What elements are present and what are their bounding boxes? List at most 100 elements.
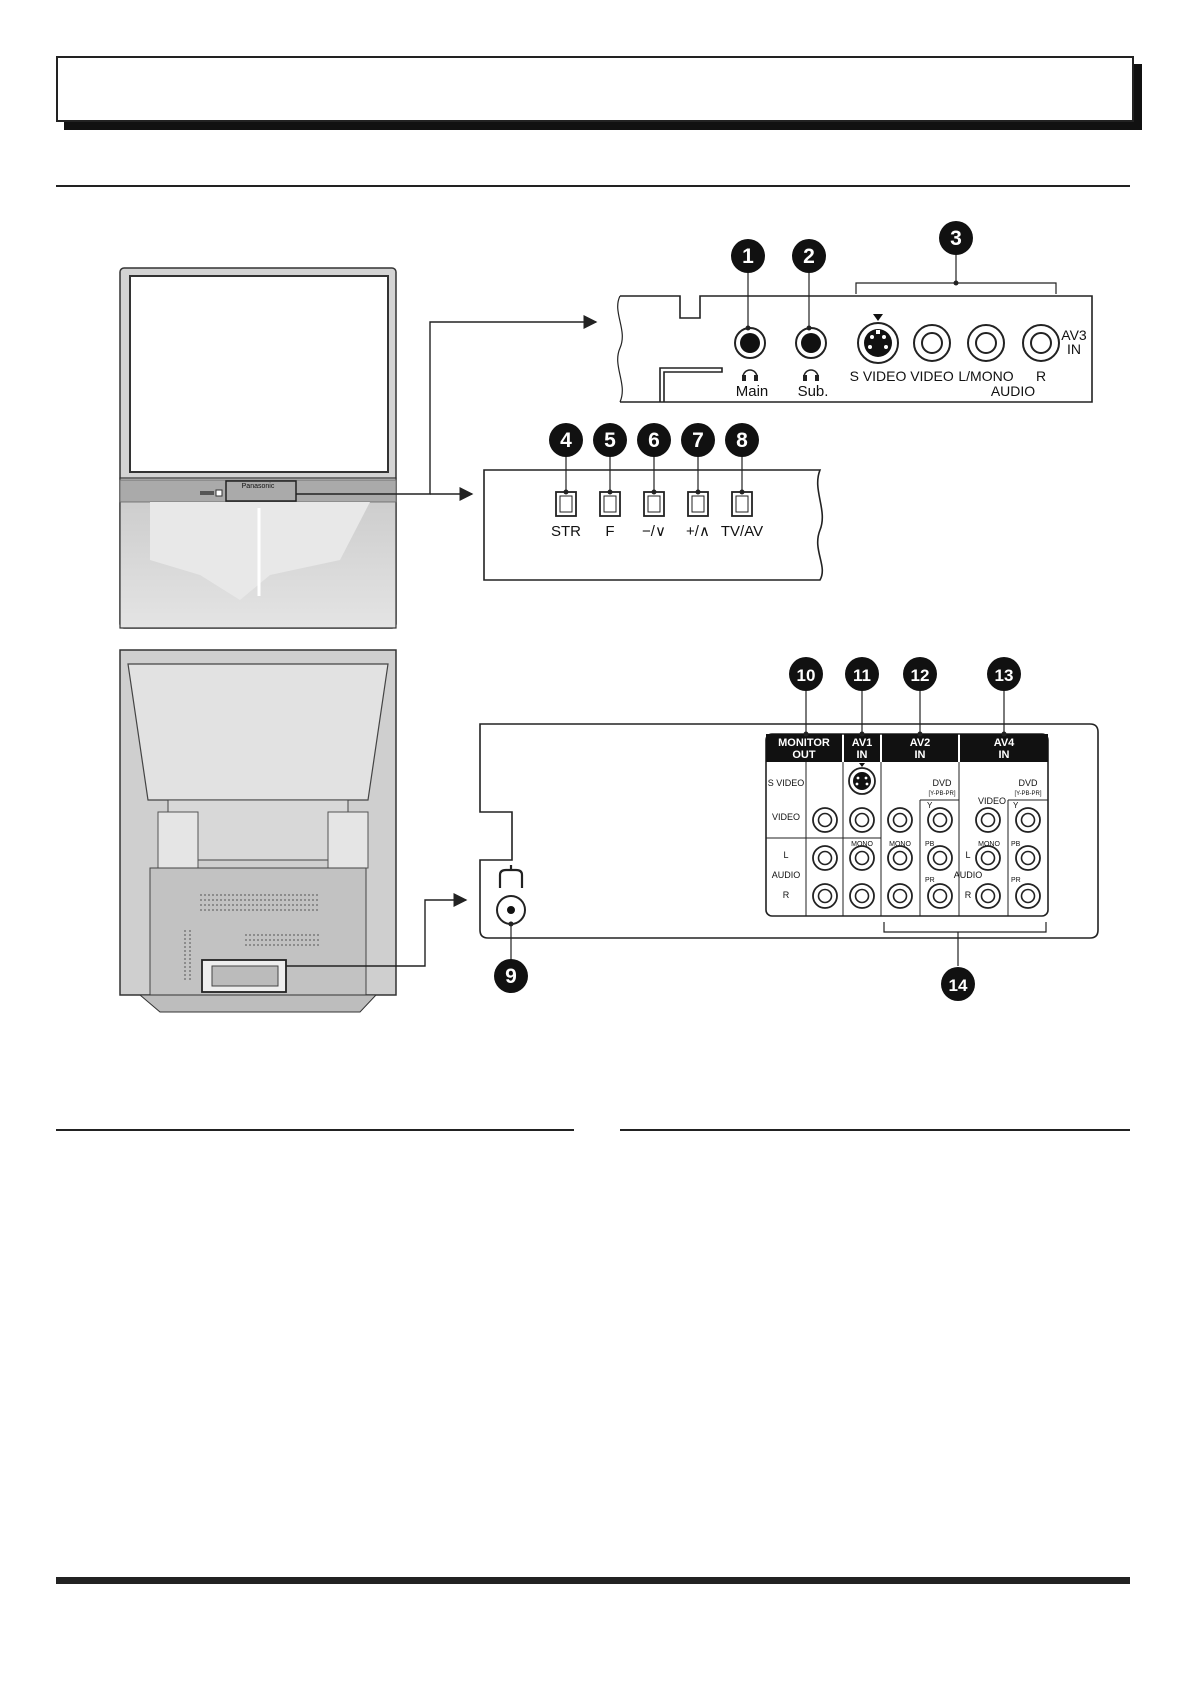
headphone-jack-main[interactable]	[734, 327, 766, 359]
video-jack-av3[interactable]	[913, 324, 951, 362]
svideo-jack-av1[interactable]	[848, 767, 876, 795]
callout-12-badge	[903, 657, 937, 691]
av4-pr-label: PR	[1011, 877, 1021, 884]
front-button-label: STR	[551, 523, 581, 540]
av4-dvd-sub-label: [Y-PB-PR]	[1014, 791, 1041, 797]
front-button-4[interactable]	[687, 491, 709, 517]
callout-9-number: 9	[505, 965, 517, 988]
front-button-3[interactable]	[643, 491, 665, 517]
front-button-5[interactable]	[731, 491, 753, 517]
callout-12-number: 12	[911, 666, 930, 685]
headphone-jack-sub[interactable]	[795, 327, 827, 359]
av4-pb-label: PB	[1011, 841, 1021, 848]
rca-jacks-layer	[812, 807, 1041, 909]
top-rule	[56, 185, 1130, 187]
rear-vent-grille	[184, 894, 320, 980]
av4-pr-jack[interactable]	[1015, 883, 1041, 909]
av2-y-label: Y	[927, 801, 933, 810]
bottom-rule	[56, 1577, 1130, 1584]
av4-y-jack[interactable]	[1015, 807, 1041, 833]
callout-1-number: 1	[742, 245, 754, 268]
av4-audio-l-jack[interactable]	[975, 845, 1001, 871]
callout-13-badge	[987, 657, 1021, 691]
av2-dvd-sub-label: [Y-PB-PR]	[928, 791, 955, 797]
av1-svideo-marker	[859, 763, 865, 767]
callout-6-badge	[637, 423, 671, 457]
callout-2-badge	[792, 239, 826, 273]
av4-video-label: VIDEO	[978, 796, 1006, 806]
connector-arrows	[286, 315, 598, 967]
monitor-out-header-2: OUT	[792, 749, 816, 761]
front-av-panel	[617, 295, 1093, 403]
monitor-out-video-jack[interactable]	[812, 807, 838, 833]
av2-y-jack[interactable]	[927, 807, 953, 833]
av4-mono-label: MONO	[978, 841, 1000, 848]
antenna-icon	[498, 865, 524, 888]
bracket-14	[883, 922, 1047, 933]
rear-audio-r-label: R	[783, 890, 790, 900]
av3-in-label: IN	[1067, 341, 1081, 357]
av2-audio-l-jack[interactable]	[887, 845, 913, 871]
av4-audio-r-label: R	[965, 890, 972, 900]
av2-pb-jack[interactable]	[927, 845, 953, 871]
av4-in-header-2: IN	[999, 749, 1010, 761]
av4-in-header-1: AV4	[994, 737, 1015, 749]
sub-label: Sub.	[798, 383, 829, 400]
rear-audio-label: AUDIO	[772, 870, 801, 880]
av1-audio-l-jack[interactable]	[849, 845, 875, 871]
front-button-1[interactable]	[555, 491, 577, 517]
headphone-sub-icon	[803, 369, 819, 381]
av3-lmono-label: L/MONO	[958, 368, 1013, 384]
callout-6-number: 6	[648, 429, 660, 452]
av2-pr-label: PR	[925, 877, 935, 884]
monitor-out-audio-l-jack[interactable]	[812, 845, 838, 871]
callout-10-number: 10	[797, 666, 816, 685]
av2-pb-label: PB	[925, 841, 935, 848]
callout-5-badge	[593, 423, 627, 457]
monitor-out-audio-r-jack[interactable]	[812, 883, 838, 909]
front-button-2[interactable]	[599, 491, 621, 517]
av4-audio-r-jack[interactable]	[975, 883, 1001, 909]
callout-11-badge	[845, 657, 879, 691]
callout-5-number: 5	[604, 429, 616, 452]
callout-8-number: 8	[736, 429, 748, 452]
main-label: Main	[736, 383, 769, 400]
audio-l-mono-jack-av3[interactable]	[967, 324, 1005, 362]
callout-10-badge	[789, 657, 823, 691]
av4-pb-jack[interactable]	[1015, 845, 1041, 871]
audio-r-jack-av3[interactable]	[1022, 324, 1060, 362]
callout-11-number: 11	[853, 666, 871, 685]
front-button-label: −/∨	[642, 523, 666, 540]
av1-video-jack[interactable]	[849, 807, 875, 833]
front-button-label: F	[605, 523, 614, 540]
monitor-out-header-1: MONITOR	[778, 737, 830, 749]
av2-in-header-2: IN	[915, 749, 926, 761]
callout-1-badge	[731, 239, 765, 273]
av4-y-label: Y	[1013, 801, 1019, 810]
callout-3-badge	[939, 221, 973, 255]
av4-video-jack[interactable]	[975, 807, 1001, 833]
callout-4-badge	[549, 423, 583, 457]
av3-svideo-label: S VIDEO	[850, 368, 907, 384]
page-title-box	[56, 56, 1134, 122]
av2-mono-label: MONO	[889, 841, 911, 848]
av3-title-label: AV3	[1061, 327, 1087, 343]
svideo-jack-av3[interactable]	[857, 322, 899, 364]
av2-audio-r-jack[interactable]	[887, 883, 913, 909]
av1-mono-label: MONO	[851, 841, 873, 848]
av1-in-header-1: AV1	[852, 737, 873, 749]
brand-logo: Panasonic	[242, 483, 275, 490]
av2-pr-jack[interactable]	[927, 883, 953, 909]
av4-audio-l-label: L	[965, 850, 970, 860]
callout-14-number: 14	[949, 976, 968, 995]
antenna-terminal[interactable]	[496, 895, 526, 925]
av2-dvd-label: DVD	[932, 778, 952, 788]
av2-video-jack[interactable]	[887, 807, 913, 833]
tv-rear-view	[119, 649, 397, 1013]
callout-2-number: 2	[803, 245, 815, 268]
av1-in-header-2: IN	[857, 749, 868, 761]
av1-audio-r-jack[interactable]	[849, 883, 875, 909]
